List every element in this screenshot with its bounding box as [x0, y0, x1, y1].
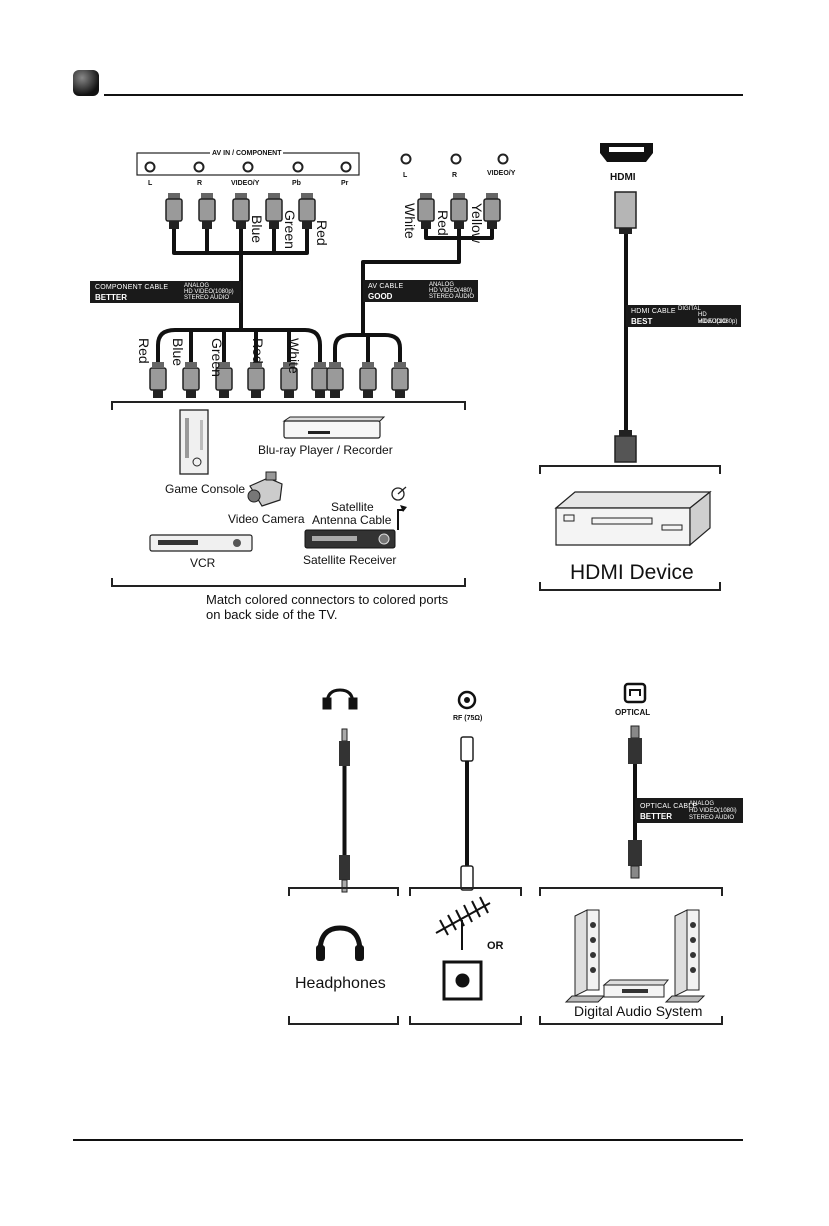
- plug-label-blue-top: Blue: [249, 215, 265, 244]
- header-rule: [104, 94, 743, 96]
- plug-label-white-top: White: [402, 203, 418, 239]
- hdmi-device-bracket: [539, 465, 721, 591]
- optical-port-icon: [623, 682, 647, 704]
- bluray-label: Blu-ray Player / Recorder: [258, 443, 393, 457]
- av-port-r: R: [452, 172, 458, 179]
- hdmi-cable: [614, 191, 637, 463]
- av-cable-name: AV CABLE: [368, 283, 404, 290]
- headphones-device-icon: [316, 925, 364, 961]
- vcr-label: VCR: [190, 556, 216, 570]
- optical-port-label: OPTICAL: [615, 708, 651, 717]
- footer-rule: [73, 1139, 743, 1141]
- audio-system-label: Digital Audio System: [574, 1003, 703, 1019]
- satellite-cable-label-1: Satellite: [331, 500, 374, 514]
- vcr-illustration: [149, 534, 253, 552]
- component-cable-spec-3: STEREO AUDIO: [184, 295, 230, 301]
- wall-jack-icon: [442, 960, 483, 1001]
- game-console-label: Game Console: [165, 482, 246, 496]
- optical-cable-grade: BETTER: [640, 812, 672, 821]
- hdmi-cable-spec-3: HD AUDIO: [698, 319, 728, 325]
- plug-label-white-bottom: White: [286, 338, 302, 374]
- satellite-receiver-label: Satellite Receiver: [303, 553, 397, 567]
- optical-cable-spec-3: STEREO AUDIO: [689, 815, 735, 821]
- av-cable-spec-3: STEREO AUDIO: [429, 294, 475, 300]
- match-note-line-2: on back side of the TV.: [206, 607, 338, 622]
- upper-device-bracket: [111, 401, 466, 587]
- av-port-jacks: [400, 153, 509, 165]
- headphone-icon: [322, 688, 358, 710]
- av-cable-grade: GOOD: [368, 292, 393, 301]
- av-top-plugs: [417, 192, 501, 230]
- plug-label-green-top: Green: [282, 210, 298, 249]
- or-label: OR: [487, 940, 504, 952]
- rf-port-label: RF (75Ω): [453, 715, 483, 722]
- component-port-r: R: [197, 180, 203, 187]
- av-cable-spec-1: ANALOG: [429, 282, 455, 288]
- component-cable-spec-2: HD VIDEO(1080p): [184, 289, 234, 295]
- optical-cable-badge: OPTICAL CABLE BETTER ANALOG HD VIDEO(108…: [635, 798, 743, 823]
- audio-bracket: [539, 887, 723, 1025]
- component-cable-badge: COMPONENT CABLE BETTER ANALOG HD VIDEO(1…: [90, 281, 241, 303]
- component-port-pb: Pb: [292, 180, 301, 187]
- video-camera-illustration: [247, 471, 283, 507]
- plug-label-red-bottom-2: Red: [250, 338, 266, 364]
- headphone-cable: [339, 728, 350, 893]
- hdmi-port-label: HDMI: [610, 172, 636, 183]
- component-panel-title: AV IN / COMPONENT: [210, 150, 284, 157]
- av-cable-spec-2: HD VIDEO(480): [429, 288, 473, 294]
- av-port-l: L: [403, 172, 408, 179]
- rf-cable: [460, 736, 474, 891]
- antenna-icon: [435, 896, 491, 950]
- plug-label-blue-bottom: Blue: [170, 338, 186, 367]
- component-cable-grade: BETTER: [95, 293, 127, 302]
- hdmi-cable-grade: BEST: [631, 317, 653, 326]
- bluray-illustration: [282, 416, 386, 439]
- component-cable-name: COMPONENT CABLE: [95, 284, 169, 291]
- plug-label-red-top: Red: [314, 220, 330, 246]
- hdmi-port-icon: [600, 143, 653, 162]
- plug-label-yellow-top: Yellow: [469, 203, 485, 243]
- av-cable-badge: AV CABLE GOOD ANALOG HD VIDEO(480) STERE…: [363, 280, 478, 302]
- component-cable-wires: [156, 229, 322, 362]
- hdmi-device-label: HDMI Device: [570, 561, 694, 584]
- hdmi-device-illustration: [554, 490, 712, 547]
- component-port-l: L: [148, 180, 153, 187]
- headphones-bracket: [288, 887, 399, 1025]
- optical-cable-spec-2: HD VIDEO(1080i): [689, 808, 737, 814]
- match-note-line-1: Match colored connectors to colored port…: [206, 592, 449, 607]
- antenna-bracket: [409, 887, 522, 1025]
- hdmi-cable-name: HDMI CABLE: [631, 308, 676, 315]
- component-port-jacks: [144, 161, 352, 173]
- section-bullet-icon: [73, 70, 99, 96]
- audio-system-illustration: [564, 909, 706, 1003]
- game-console-illustration: [179, 409, 209, 475]
- component-port-video-y: VIDEO/Y: [231, 180, 260, 187]
- rf-jack-icon: [457, 690, 477, 710]
- av-port-video-y: VIDEO/Y: [487, 170, 516, 177]
- satellite-cable-label-2: Antenna Cable: [312, 513, 392, 527]
- component-cable-spec-1: ANALOG: [184, 283, 210, 289]
- plug-label-green-bottom: Green: [209, 338, 225, 377]
- satellite-receiver-illustration: [304, 505, 407, 549]
- plug-label-red-av-top: Red: [435, 210, 451, 236]
- headphones-label: Headphones: [295, 975, 386, 992]
- bottom-rca-plugs: [149, 361, 409, 399]
- hdmi-cable-spec-1: DIGITAL: [678, 306, 701, 312]
- video-camera-label: Video Camera: [228, 512, 305, 526]
- hdmi-cable-spec-2: HD VIDEO(1080p): [698, 312, 738, 325]
- satellite-dish-icon: [391, 486, 407, 501]
- hdmi-cable-badge: HDMI CABLE BEST DIGITAL HD VIDEO(1080p) …: [626, 305, 741, 327]
- optical-cable-spec-1: ANALOG: [689, 801, 715, 807]
- plug-label-red-bottom: Red: [136, 338, 152, 364]
- component-port-pr: Pr: [341, 180, 349, 187]
- optical-cable-name: OPTICAL CABLE: [640, 803, 698, 810]
